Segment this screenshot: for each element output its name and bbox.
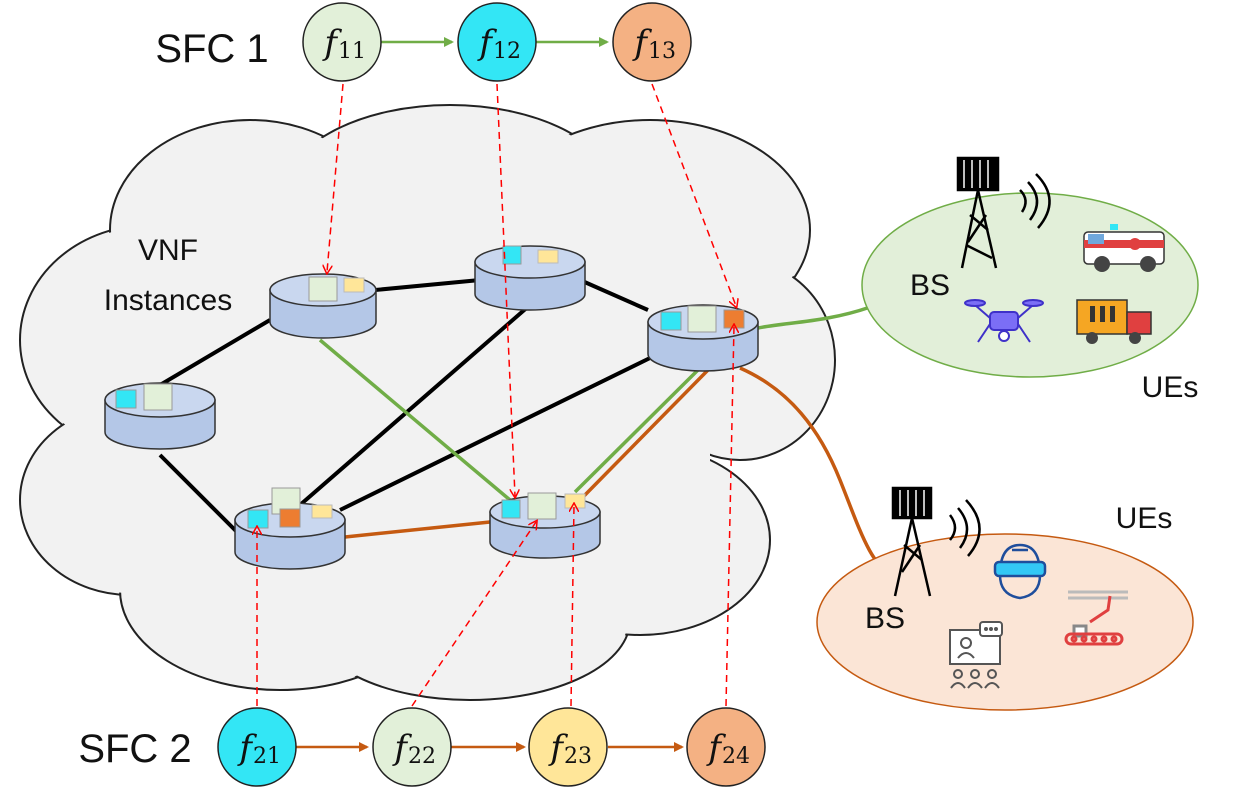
network-node <box>489 492 601 559</box>
tower-icon <box>891 486 981 597</box>
function-index: 22 <box>408 744 436 769</box>
sfc2-path <box>344 366 896 580</box>
cell-2-ue-label: UEs <box>1116 502 1173 535</box>
drone-icon <box>964 299 1044 343</box>
robot-arm-icon <box>1064 590 1128 646</box>
sfc1-label: SFC 1 <box>155 27 268 71</box>
sfc1-function-f13: f 13 <box>612 2 692 82</box>
network-links <box>158 278 651 537</box>
network-node <box>474 245 586 311</box>
ambulance-icon <box>1083 224 1165 272</box>
function-index: 12 <box>493 39 521 64</box>
sfc2-function-f21: f 21 <box>217 707 297 787</box>
tower-icon <box>956 156 1051 269</box>
sfc1-function-f12: f 12 <box>457 2 537 82</box>
cell-2-bs-label: BS <box>865 602 905 635</box>
sfc2-function-f24: f 24 <box>686 707 766 787</box>
vr-headset-icon <box>993 543 1047 600</box>
sfc1-function-f11: f 11 <box>302 2 382 82</box>
cloud-label-line2: Instances <box>104 284 232 317</box>
function-index: 11 <box>338 39 366 64</box>
sfc2-function-f22: f 22 <box>372 707 452 787</box>
network-node <box>104 382 216 450</box>
truck-icon <box>1076 299 1152 344</box>
cell-1-bs-label: BS <box>910 269 950 302</box>
sfc2-function-f23: f 23 <box>528 707 608 787</box>
cloud-label-line1: VNF <box>138 234 198 267</box>
video-conference-icon <box>949 621 1003 689</box>
cell-1-ue-label: UEs <box>1142 371 1199 404</box>
function-index: 23 <box>564 744 592 769</box>
cell-2-area <box>816 533 1194 711</box>
sfc2-label: SFC 2 <box>78 727 191 771</box>
function-index: 13 <box>648 39 676 64</box>
function-index: 21 <box>253 744 281 769</box>
network-node <box>269 273 377 339</box>
function-index: 24 <box>722 744 750 769</box>
network-node <box>647 304 759 372</box>
vnf-mapping-lines <box>257 83 736 707</box>
